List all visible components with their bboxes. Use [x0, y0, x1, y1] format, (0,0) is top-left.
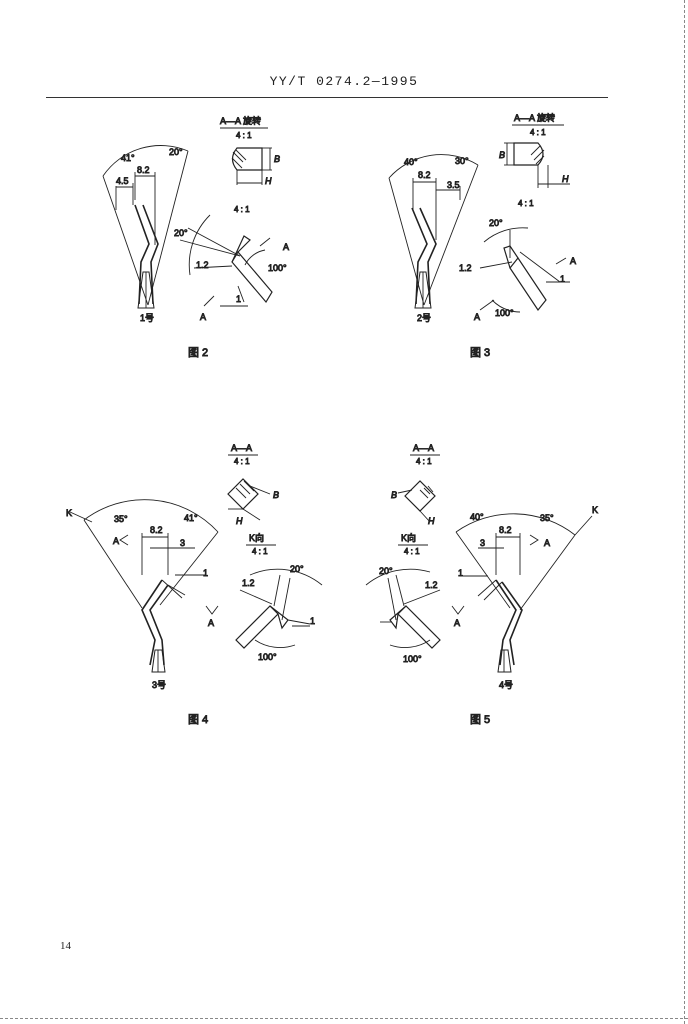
- fig5-view-scale: 4 : 1: [404, 547, 420, 556]
- fig2-arrow-a-lower: A: [200, 312, 206, 322]
- fig4-arrow-a-right: A: [208, 618, 214, 628]
- fig2-caption: 图 2: [188, 346, 208, 359]
- fig2-section-scale: 4 : 1: [236, 131, 252, 140]
- fig4-section-title: A—A: [231, 443, 252, 453]
- fig3-section-scale: 4 : 1: [530, 128, 546, 137]
- fig5-section-title: A—A: [413, 443, 434, 453]
- fig4-instrument: [69, 499, 219, 673]
- fig5-arrow-a-left: A: [454, 618, 460, 628]
- page-number: 14: [60, 940, 71, 952]
- fig2-arrow-a-upper: A: [283, 242, 289, 252]
- fig4-caption: 图 4: [188, 713, 208, 726]
- fig3-angle-left: 40°: [404, 157, 418, 167]
- fig4-dim-top: 8.2: [150, 525, 163, 535]
- fig3-detail-scale: 4 : 1: [518, 199, 534, 208]
- fig4-angle-left: 35°: [114, 514, 128, 524]
- fig3-dim-top: 8.2: [418, 170, 431, 180]
- fig3-detail-obtuse: 100°: [495, 308, 514, 318]
- fig2-detail: [179, 214, 273, 307]
- fig5-label-h: H: [428, 516, 435, 526]
- fig4-detail-angle: 20°: [290, 564, 304, 574]
- fig3-detail-angle: 20°: [489, 218, 503, 228]
- fig5-angle-right: 35°: [540, 513, 554, 523]
- fig5-label-one: 1: [458, 568, 463, 578]
- fig5-label-b: B: [391, 490, 397, 500]
- fig3-arrow-a-lower: A: [474, 312, 480, 322]
- fig5-part-number: 4号: [499, 680, 513, 690]
- fig5-angle-left: 40°: [470, 512, 484, 522]
- figure-5: K 40° 35° 8.2 3 1 A A 4号 A—A 4 : 1 B H K…: [365, 443, 598, 690]
- fig3-instrument: [388, 154, 479, 309]
- fig2-dim-top: 8.2: [137, 165, 150, 175]
- header-rule: [46, 97, 608, 98]
- fig5-section-scale: 4 : 1: [416, 457, 432, 466]
- fig2-dim-left: 4.5: [116, 176, 129, 186]
- fig4-arrow-a-left: A: [113, 536, 119, 546]
- fig5-arrow-a-right: A: [544, 538, 550, 548]
- fig4-label-k: K: [66, 508, 72, 518]
- fig3-caption: 图 3: [470, 346, 490, 359]
- figure-2: 41° 20° 8.2 4.5 1号 A—A 旋转 4 : 1 B H 4 : …: [102, 115, 289, 323]
- figure-3: 40° 30° 8.2 3.5 2号 A—A 旋转 4 : 1 B H 4 : …: [388, 112, 576, 323]
- fig5-caption: 图 5: [470, 713, 490, 726]
- fig2-angle-left: 41°: [121, 153, 135, 163]
- fig3-detail-one: 1: [560, 274, 565, 284]
- fig3-arrow-a-upper: A: [570, 256, 576, 266]
- page-bottom-line: [0, 1018, 688, 1019]
- fig5-view-title: K向: [401, 532, 416, 543]
- fig3-angle-right: 30°: [455, 156, 469, 166]
- fig5-detail-angle: 20°: [379, 566, 393, 576]
- fig3-detail-thickness: 1.2: [459, 263, 472, 273]
- fig2-detail-obtuse: 100°: [268, 263, 287, 273]
- fig4-view-scale: 4 : 1: [252, 547, 268, 556]
- fig3-part-number: 2号: [417, 313, 431, 323]
- fig4-detail-thickness: 1.2: [242, 578, 255, 588]
- fig4-angle-right: 41°: [184, 513, 198, 523]
- figure-4: K 35° 41° 8.2 3 1 A A 3号 A—A 4 : 1 B H K…: [66, 443, 323, 690]
- fig5-detail-thickness: 1.2: [425, 580, 438, 590]
- fig4-label-b: B: [273, 490, 279, 500]
- fig4-detail-obtuse: 100°: [258, 652, 277, 662]
- fig4-label-h: H: [236, 516, 243, 526]
- fig4-dim-right: 3: [180, 538, 185, 548]
- fig4-label-one: 1: [203, 568, 208, 578]
- fig3-label-b: B: [499, 150, 505, 160]
- fig5-label-k: K: [592, 505, 598, 515]
- fig2-angle-right: 20°: [169, 147, 183, 157]
- fig5-detail-obtuse: 100°: [403, 654, 422, 664]
- fig3-dim-right: 3.5: [447, 180, 460, 190]
- fig2-instrument: [102, 145, 189, 309]
- fig2-detail-one: 1: [236, 294, 241, 304]
- fig5-dim-left: 3: [480, 538, 485, 548]
- fig3-detail: [479, 227, 570, 313]
- fig2-detail-angle: 20°: [174, 228, 188, 238]
- fig3-section-title: A—A 旋转: [514, 112, 555, 123]
- fig3-label-h: H: [562, 174, 569, 184]
- fig4-section-scale: 4 : 1: [234, 457, 250, 466]
- fig2-part-number: 1号: [140, 313, 154, 323]
- fig4-part-number: 3号: [152, 680, 166, 690]
- fig2-label-b: B: [274, 154, 280, 164]
- document-header: YY/T 0274.2—1995: [269, 74, 419, 89]
- fig2-label-h: H: [265, 176, 272, 186]
- fig5-detail: [365, 568, 441, 649]
- fig2-detail-scale: 4 : 1: [234, 205, 250, 214]
- fig4-view-title: K向: [249, 532, 264, 543]
- fig2-section-title: A—A 旋转: [220, 115, 261, 126]
- fig2-detail-thickness: 1.2: [196, 260, 209, 270]
- fig4-detail: [235, 568, 323, 649]
- fig4-detail-one: 1: [310, 616, 315, 626]
- fig5-instrument: [455, 513, 593, 673]
- page-edge-line: [684, 0, 685, 1024]
- fig5-dim-top: 8.2: [499, 525, 512, 535]
